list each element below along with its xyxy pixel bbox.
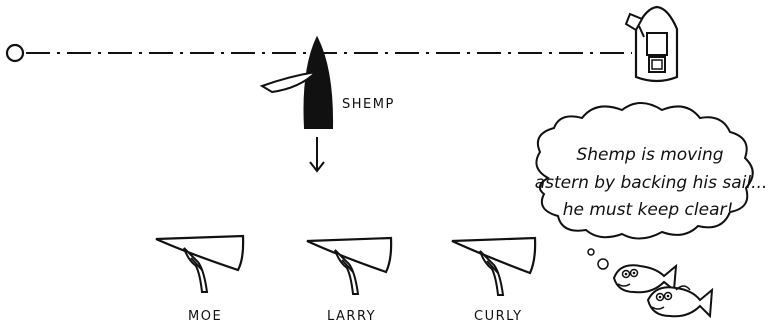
moe-sail	[183, 247, 209, 293]
larry-boat	[306, 236, 393, 295]
shemp-sail	[259, 70, 319, 94]
moe-boat	[155, 234, 245, 293]
curly-sail	[479, 250, 505, 296]
bubble-line-2: astern by backing his sail...	[535, 173, 768, 193]
shemp-boat	[259, 35, 334, 129]
fish-icon	[612, 263, 714, 319]
curly-label: CURLY	[474, 309, 523, 324]
committee-boat-icon	[624, 5, 679, 83]
circle-buoy-icon	[5, 43, 25, 63]
thought-dot-small	[587, 248, 595, 256]
larry-label: LARRY	[327, 309, 376, 324]
thought-dot-large	[597, 258, 609, 270]
bubble-line-1: Shemp is moving	[576, 145, 723, 165]
larry-sail	[334, 249, 360, 295]
bubble-line-3: he must keep clear!	[563, 200, 734, 220]
speech-bubble: Shemp is moving astern by backing his sa…	[535, 102, 768, 270]
shemp-label: SHEMP	[342, 97, 395, 112]
curly-boat	[451, 236, 537, 296]
moe-label: MOE	[188, 309, 222, 324]
down-arrow-icon	[309, 137, 325, 173]
